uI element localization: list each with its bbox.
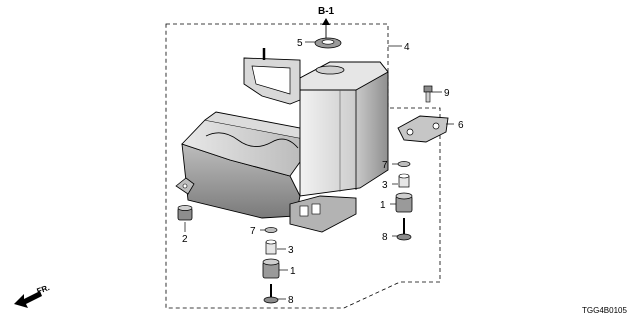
bottom-mount-stack xyxy=(262,227,280,304)
mount-rubber-left xyxy=(177,205,193,221)
callout-1-bottom: 1 xyxy=(290,266,296,277)
callout-3-bottom: 3 xyxy=(288,245,294,256)
callout-8-bottom: 8 xyxy=(288,295,294,306)
callout-6: 6 xyxy=(458,120,464,131)
callout-7-right: 7 xyxy=(382,160,388,171)
callout-2: 2 xyxy=(182,234,188,245)
bracket-part xyxy=(397,115,449,143)
leader-lines xyxy=(184,41,454,300)
canister-housing xyxy=(175,48,389,233)
callout-7-bottom: 7 xyxy=(250,226,256,237)
front-direction-label: FR. xyxy=(36,283,51,296)
callout-1-right: 1 xyxy=(380,200,386,211)
front-direction-arrow xyxy=(14,291,42,308)
reference-arrow xyxy=(322,18,330,40)
assembly-boundary xyxy=(165,23,441,309)
callout-9: 9 xyxy=(444,88,450,99)
bolt-part xyxy=(423,85,433,103)
callout-3-right: 3 xyxy=(382,180,388,191)
diagram-code: TGG4B0105 xyxy=(582,306,627,315)
callout-8-right: 8 xyxy=(382,232,388,243)
callout-5: 5 xyxy=(297,38,303,49)
callout-4: 4 xyxy=(404,42,410,53)
grommet-part xyxy=(314,37,342,49)
right-mount-stack xyxy=(395,161,413,241)
reference-label: B-1 xyxy=(318,6,335,17)
